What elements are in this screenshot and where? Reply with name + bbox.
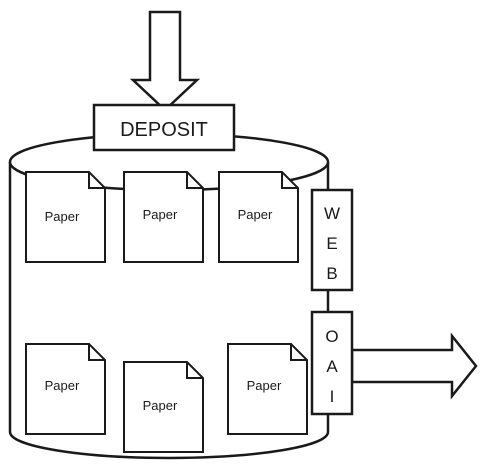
paper-label: Paper — [143, 398, 178, 413]
paper-label: Paper — [238, 207, 273, 222]
web-letter-b: B — [326, 264, 337, 283]
paper-label: Paper — [45, 209, 80, 224]
paper-label: Paper — [45, 378, 80, 393]
oai-letter-a: A — [326, 357, 338, 376]
paper-document: Paper — [123, 361, 204, 453]
deposit-label: DEPOSIT — [120, 119, 208, 141]
oai-letter-i: I — [330, 387, 335, 406]
oai-letter-o: O — [325, 327, 338, 346]
oai-arrow — [350, 332, 478, 400]
paper-group: Paper Paper Paper Paper Paper Paper — [25, 171, 308, 453]
deposit-box: DEPOSIT — [92, 103, 236, 152]
deposit-arrow — [129, 10, 201, 112]
web-letter-e: E — [326, 234, 337, 253]
paper-document: Paper — [25, 343, 106, 435]
paper-label: Paper — [143, 207, 178, 222]
paper-document: Paper — [218, 171, 299, 263]
web-letter-w: W — [324, 204, 340, 223]
web-interface-box: W E B — [310, 188, 354, 292]
paper-label: Paper — [247, 378, 282, 393]
paper-document: Paper — [227, 343, 308, 435]
paper-document: Paper — [25, 171, 106, 263]
paper-document: Paper — [123, 171, 204, 263]
oai-interface-box: O A I — [310, 310, 354, 416]
